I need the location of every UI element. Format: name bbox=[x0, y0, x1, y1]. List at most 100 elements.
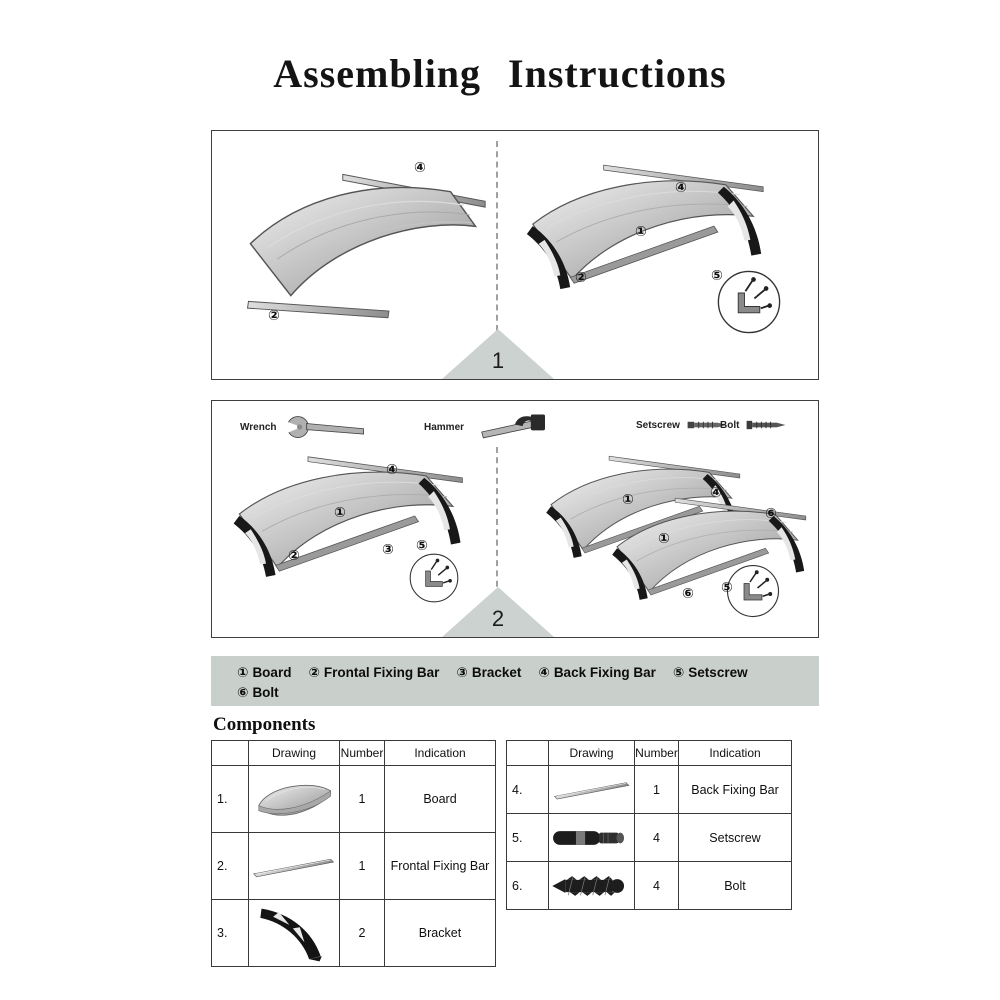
callout-bolt-top: ⑥ bbox=[765, 506, 777, 522]
step2-divider bbox=[496, 447, 498, 597]
back-fixing-bar-drawing-icon bbox=[551, 777, 633, 802]
legend-num: ③ bbox=[456, 665, 468, 681]
legend-num: ⑤ bbox=[672, 665, 685, 681]
row-index: 1. bbox=[211, 765, 249, 833]
indication-cell: Bolt bbox=[678, 861, 792, 910]
step2-single-awning-figure: ④ ① ② ③ ⑤ bbox=[224, 453, 472, 597]
col-header-indication: Indication bbox=[384, 740, 496, 766]
legend-label: Setscrew bbox=[688, 665, 748, 680]
wrench-icon bbox=[283, 413, 367, 441]
table-row-setscrew: 5. 4 Setscrew bbox=[506, 813, 792, 862]
legend-label: Bolt bbox=[252, 685, 279, 700]
bracket-drawing-icon bbox=[259, 904, 329, 962]
callout-bolt-bottom: ⑥ bbox=[682, 586, 694, 602]
drawing-cell bbox=[248, 899, 340, 967]
corner-cell bbox=[506, 740, 549, 766]
step1-parts-figure: ④ ② bbox=[226, 159, 498, 339]
legend-num: ② bbox=[308, 665, 320, 681]
callout-back-fixing-bar: ④ bbox=[710, 485, 722, 501]
col-header-number: Number bbox=[339, 740, 385, 766]
step1-number: 1 bbox=[491, 348, 505, 373]
step2-panel: Wrench Hammer Setscrew Bolt ④ ① ② ③ ⑤ bbox=[211, 400, 819, 638]
col-header-number: Number bbox=[634, 740, 679, 766]
table-row-board: 1. 1 Board bbox=[211, 765, 496, 833]
step1-divider bbox=[496, 141, 498, 331]
tool-hammer: Hammer bbox=[424, 412, 550, 442]
row-index: 3. bbox=[211, 899, 249, 967]
step2-marker-triangle bbox=[442, 587, 554, 637]
callout-back-fixing-bar: ④ bbox=[386, 462, 398, 478]
table-row-back-fixing-bar: 4. 1 Back Fixing Bar bbox=[506, 765, 792, 814]
drawing-cell bbox=[248, 765, 340, 833]
step2-number: 2 bbox=[491, 606, 505, 631]
indication-cell: Frontal Fixing Bar bbox=[384, 832, 496, 900]
number-cell: 2 bbox=[339, 899, 385, 967]
page-title: Assembling Instructions bbox=[273, 51, 727, 96]
components-table-right: Drawing Number Indication 4. 1 Back Fixi… bbox=[506, 740, 792, 910]
col-header-indication: Indication bbox=[678, 740, 792, 766]
step1-assembled-figure: ④ ① ② ⑤ bbox=[517, 161, 773, 311]
callout-frontal-fixing-bar: ② bbox=[288, 548, 300, 564]
legend-label: Board bbox=[252, 665, 292, 680]
callout-setscrew: ⑤ bbox=[711, 268, 723, 284]
table-header-row: Drawing Number Indication bbox=[211, 740, 496, 766]
legend-num: ① bbox=[237, 665, 249, 681]
hammer-label: Hammer bbox=[424, 421, 465, 433]
callout-setscrew: ⑤ bbox=[721, 580, 733, 596]
drawing-cell bbox=[548, 813, 635, 862]
number-cell: 1 bbox=[339, 765, 385, 833]
legend-label: Bracket bbox=[471, 665, 522, 680]
number-cell: 1 bbox=[339, 832, 385, 900]
number-cell: 1 bbox=[634, 765, 679, 814]
corner-cell bbox=[211, 740, 249, 766]
row-index: 4. bbox=[506, 765, 549, 814]
tool-bolt: Bolt bbox=[720, 419, 787, 431]
step1-marker-triangle bbox=[442, 329, 554, 379]
callout-board-first: ① bbox=[622, 492, 634, 508]
callout-bracket: ③ bbox=[382, 542, 394, 558]
legend-label: Frontal Fixing Bar bbox=[323, 665, 440, 680]
components-heading: Components bbox=[213, 714, 316, 735]
col-header-drawing: Drawing bbox=[548, 740, 635, 766]
legend-label: Back Fixing Bar bbox=[553, 665, 656, 680]
row-index: 5. bbox=[506, 813, 549, 862]
frontal-fixing-bar-drawing-icon bbox=[250, 853, 338, 880]
col-header-drawing: Drawing bbox=[248, 740, 340, 766]
indication-cell: Setscrew bbox=[678, 813, 792, 862]
board-with-bars-drawing bbox=[226, 159, 498, 337]
table-row-bolt: 6. 4 Bolt bbox=[506, 861, 792, 910]
number-cell: 4 bbox=[634, 861, 679, 910]
wrench-label: Wrench bbox=[240, 421, 277, 433]
callout-board: ① bbox=[635, 224, 647, 240]
bolt-icon bbox=[745, 419, 787, 431]
callout-back-fixing-bar: ④ bbox=[675, 180, 687, 196]
setscrew-label: Setscrew bbox=[636, 419, 680, 431]
callout-back-fixing-bar: ④ bbox=[414, 160, 426, 176]
callout-board-second: ① bbox=[658, 531, 670, 547]
step1-panel: ④ ② ④ ① ② ⑤ 1 bbox=[211, 130, 819, 380]
legend-num: ④ bbox=[538, 665, 550, 681]
number-cell: 4 bbox=[634, 813, 679, 862]
row-index: 2. bbox=[211, 832, 249, 900]
indication-cell: Bracket bbox=[384, 899, 496, 967]
table-header-row: Drawing Number Indication bbox=[506, 740, 792, 766]
callout-board: ① bbox=[334, 505, 346, 521]
tool-setscrew: Setscrew bbox=[636, 419, 728, 431]
board-drawing-icon bbox=[250, 776, 338, 822]
setscrew-drawing-icon bbox=[550, 824, 634, 852]
tool-wrench: Wrench bbox=[240, 413, 367, 441]
table-row-bracket: 3. 2 Bracket bbox=[211, 899, 496, 967]
components-table-left: Drawing Number Indication 1. 1 Board 2. … bbox=[211, 740, 496, 967]
drawing-cell bbox=[248, 832, 340, 900]
legend-num: ⑥ bbox=[237, 685, 249, 701]
callout-frontal-fixing-bar: ② bbox=[268, 308, 280, 324]
hammer-icon bbox=[470, 412, 550, 442]
